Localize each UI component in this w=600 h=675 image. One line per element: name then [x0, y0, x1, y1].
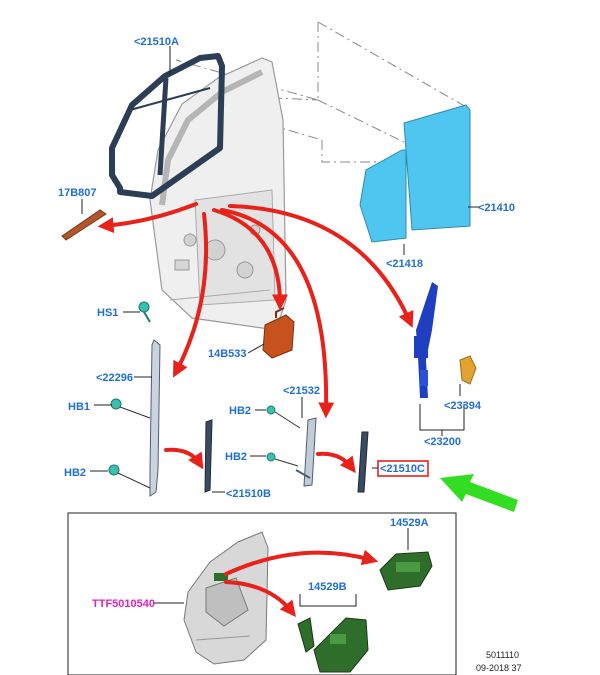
callout-HS1: HS1: [97, 307, 118, 319]
callout-HB1: HB1: [68, 401, 90, 413]
callout-21410: <21410: [478, 202, 515, 214]
diagram-code: 5011110: [486, 650, 519, 660]
callout-21418: <21418: [386, 258, 423, 270]
window-glass: [359, 104, 471, 243]
callout-23200: <23200: [424, 436, 461, 448]
window-regulator-23200: [414, 282, 438, 398]
callout-22296: <22296: [96, 372, 133, 384]
door-seal-21510A: [109, 53, 225, 199]
channel-22296: [149, 339, 161, 497]
callout-21510B: <21510B: [226, 488, 271, 500]
red-arrows: [97, 202, 414, 474]
bracket-23394: [459, 355, 477, 385]
inset-frame: [67, 512, 457, 675]
diagram-date: 09-2018 37: [476, 663, 522, 673]
callout-14529B: 14529B: [308, 581, 347, 593]
door-shell: [149, 57, 287, 331]
callout-HB2-left: HB2: [64, 467, 86, 479]
clip-HB2-mid-upper: [266, 405, 301, 429]
callout-21532: <21532: [283, 385, 320, 397]
callout-HB2-mid-lower: HB2: [225, 451, 247, 463]
green-arrow: [440, 474, 518, 512]
strip-21510B: [204, 419, 213, 493]
callout-23394: <23394: [444, 400, 482, 412]
callout-21510C: <21510C: [380, 463, 425, 475]
callout-17B807: 17B807: [58, 187, 97, 199]
pad-17B807: [61, 209, 107, 241]
clip-HB2-left: [108, 464, 151, 489]
callout-14B533: 14B533: [208, 348, 247, 360]
inset-red-arrows: [224, 549, 379, 618]
callout-14529A: 14529A: [390, 517, 429, 529]
trim-panel: [183, 531, 269, 665]
callout-21510A: <21510A: [134, 36, 179, 48]
clip-HB2-mid-lower: [266, 452, 299, 467]
strip-21532: [295, 417, 317, 487]
clip-HB1: [110, 398, 151, 419]
switch-14529A: [379, 551, 433, 591]
callout-TTF5010540: TTF5010540: [92, 598, 155, 610]
strip-21510C: [357, 431, 369, 493]
callout-HB2-mid-upper: HB2: [229, 405, 251, 417]
leader-lines: [81, 46, 480, 607]
clip-HS1: [138, 301, 151, 323]
module-14B533: [262, 307, 295, 359]
switch-14529B: [297, 617, 369, 673]
